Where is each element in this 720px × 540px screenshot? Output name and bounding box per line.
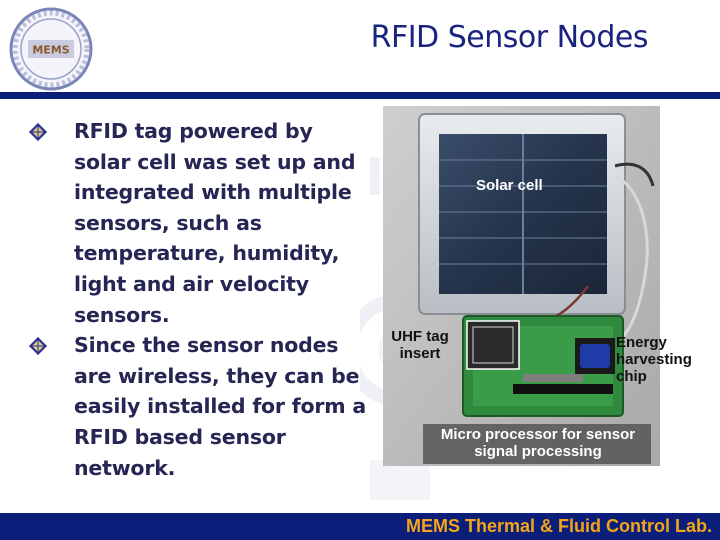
slide-title: RFID Sensor Nodes bbox=[370, 20, 649, 55]
energy-harvesting-label: Energy harvesting chip bbox=[616, 334, 692, 385]
footer-lab-name: MEMS Thermal & Fluid Control Lab. bbox=[406, 516, 712, 536]
solar-cell-label: Solar cell bbox=[476, 177, 543, 194]
diamond-bullet-icon bbox=[29, 337, 47, 356]
bullet-text: Since the sensor nodes are wireless, the… bbox=[74, 333, 367, 480]
diamond-bullet-icon bbox=[29, 123, 47, 141]
footer-bar: MEMS Thermal & Fluid Control Lab. bbox=[0, 513, 720, 540]
lab-logo: MEMS bbox=[9, 7, 93, 91]
bullet-list: RFID tag powered by solar cell was set u… bbox=[28, 116, 368, 483]
header-rule bbox=[0, 92, 720, 99]
bullet-item: RFID tag powered by solar cell was set u… bbox=[28, 116, 368, 330]
uhf-tag-label: UHF tag insert bbox=[391, 328, 449, 362]
bullet-item: Since the sensor nodes are wireless, the… bbox=[28, 330, 368, 483]
rfid-sensor-node-photo bbox=[383, 106, 660, 466]
microprocessor-label: Micro processor for sensor signal proces… bbox=[440, 426, 636, 460]
bullet-text: RFID tag powered by solar cell was set u… bbox=[74, 119, 356, 327]
logo-text: MEMS bbox=[32, 44, 69, 57]
